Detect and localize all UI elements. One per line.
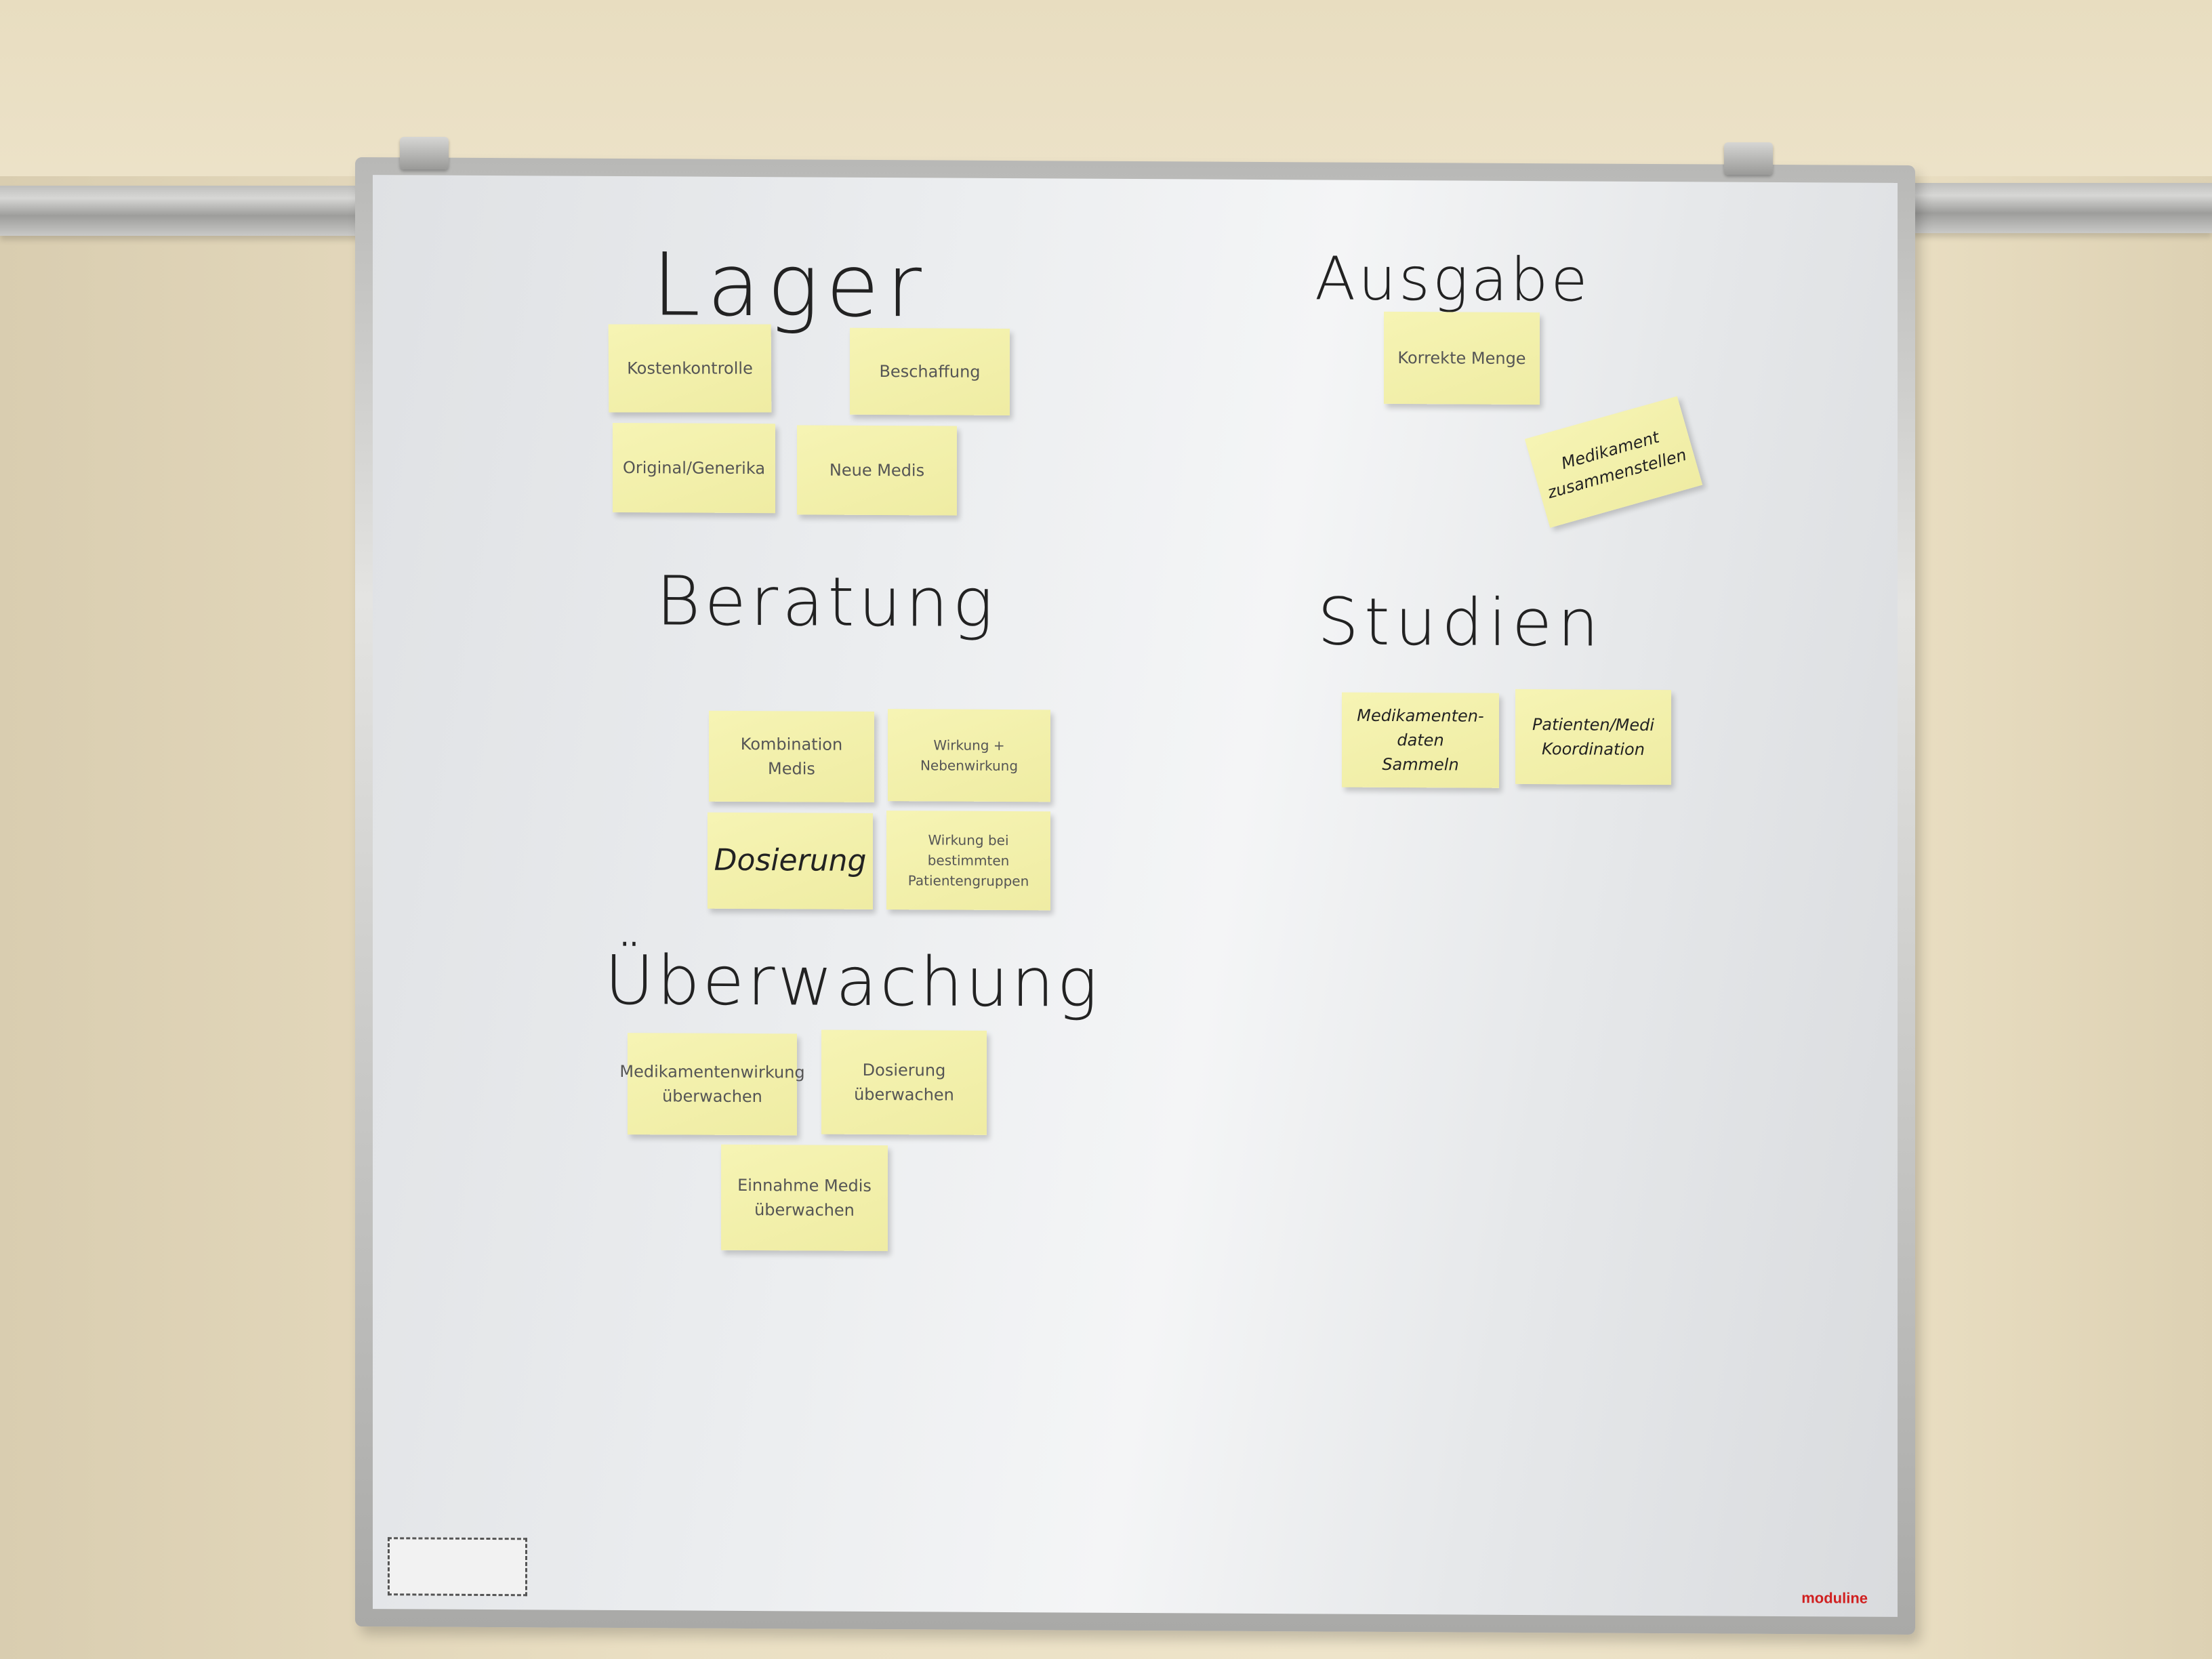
note-neue-medis: Neue Medis <box>797 425 957 516</box>
note-patienten-medi-koordination: Patienten/Medi Koordination <box>1515 689 1671 785</box>
whiteboard: Lager Ausgabe Beratung Studien Überwachu… <box>355 157 1915 1635</box>
note-korrekte-menge: Korrekte Menge <box>1384 311 1540 405</box>
note-wirkung-patientengruppen: Wirkung bei bestimmten Patientengruppen <box>886 811 1050 911</box>
note-kombination-medis: Kombination Medis <box>709 710 874 802</box>
heading-lager: Lager <box>652 234 928 337</box>
note-medikamentendaten-sammeln: Medikamenten- daten Sammeln <box>1342 692 1499 788</box>
note-beschaffung: Beschaffung <box>850 327 1010 416</box>
note-einnahme-medis-ueberwachen: Einnahme Medis überwachen <box>721 1144 888 1252</box>
note-original-generika: Original/Generika <box>613 422 775 514</box>
board-brand-logo: moduline <box>1801 1589 1868 1607</box>
note-dosierung: Dosierung <box>708 812 873 909</box>
board-clip-right <box>1724 142 1773 175</box>
note-kostenkontrolle: Kostenkontrolle <box>608 324 772 413</box>
wall-rail-left <box>0 186 380 236</box>
heading-ausgabe: Ausgabe <box>1315 243 1591 315</box>
note-medikamentenwirkung-ueberwachen: Medikamentenwirkung überwachen <box>619 1033 805 1136</box>
note-medikament-zusammenstellen: Medikament zusammenstellen <box>1524 396 1703 528</box>
wall <box>0 0 2212 176</box>
board-clip-left <box>400 137 449 169</box>
note-dosierung-ueberwachen: Dosierung überwachen <box>821 1029 987 1135</box>
heading-studien: Studien <box>1317 583 1604 661</box>
heading-beratung: Beratung <box>656 561 998 642</box>
whiteboard-surface: Lager Ausgabe Beratung Studien Überwachu… <box>373 175 1898 1617</box>
heading-ueberwachung: Überwachung <box>605 940 1101 1023</box>
note-wirkung-nebenwirkung: Wirkung + Nebenwirkung <box>888 709 1050 802</box>
board-label-sticker <box>388 1537 527 1597</box>
